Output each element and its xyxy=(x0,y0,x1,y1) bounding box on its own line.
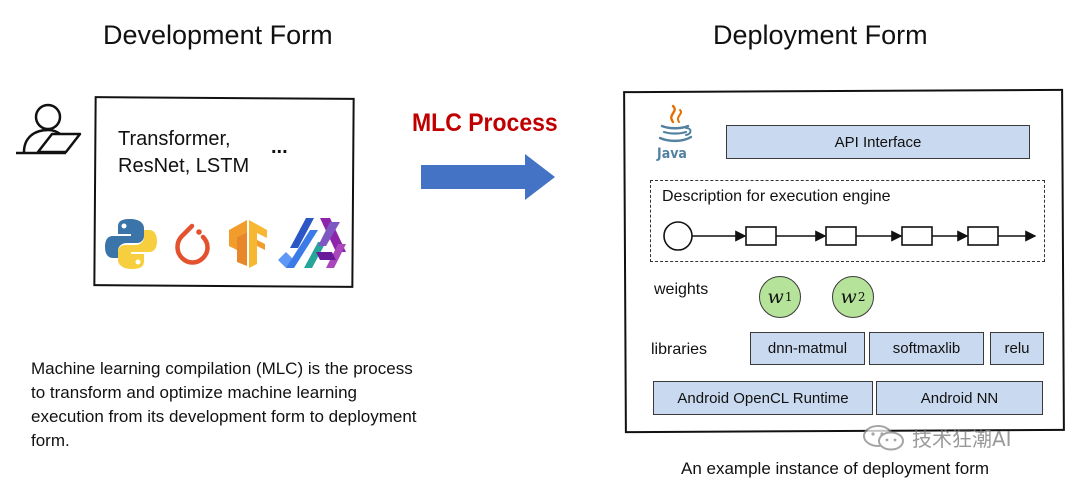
runtime-android-nn: Android NN xyxy=(876,381,1043,415)
tensorflow-logo-icon xyxy=(229,220,267,268)
library-relu: relu xyxy=(990,332,1044,365)
deployment-form-title: Deployment Form xyxy=(713,20,928,50)
graph-op-node xyxy=(745,226,777,246)
watermark-text: 技术狂潮AI xyxy=(912,427,1012,451)
libraries-label: libraries xyxy=(651,341,708,358)
user-laptop-icon xyxy=(16,103,82,155)
java-logo-icon xyxy=(658,104,693,143)
api-interface-box: API Interface xyxy=(726,125,1030,159)
java-label: Java xyxy=(657,146,687,162)
execution-engine-box xyxy=(650,180,1045,262)
watermark: 技术狂潮AI xyxy=(862,423,1012,452)
jax-logo-icon xyxy=(278,218,346,268)
python-logo-icon xyxy=(105,219,157,269)
graph-op-node xyxy=(967,226,999,246)
engine-description-label: Description for execution engine xyxy=(662,188,891,205)
graph-op-node xyxy=(825,226,857,246)
graph-input-node xyxy=(663,221,693,251)
models-line-1: Transformer, xyxy=(118,128,231,150)
models-line-2: ResNet, LSTM xyxy=(118,155,250,177)
runtime-android-opencl: Android OpenCL Runtime xyxy=(653,381,873,415)
development-form-title: Development Form xyxy=(103,20,333,50)
models-ellipsis: ... xyxy=(271,136,288,158)
pytorch-logo-icon xyxy=(175,223,210,265)
mlc-description: Machine learning compilation (MLC) is th… xyxy=(31,359,417,450)
graph-op-node xyxy=(901,226,933,246)
execution-graph xyxy=(663,221,1037,251)
library-softmaxlib: softmaxlib xyxy=(869,332,984,365)
mlc-process-label: MLC Process xyxy=(412,109,558,137)
wechat-logo-icon xyxy=(863,424,904,450)
library-dnn-matmul: dnn-matmul xyxy=(750,332,865,365)
mlc-process-arrow xyxy=(421,154,555,200)
weights-label: weights xyxy=(654,281,709,298)
deployment-caption: An example instance of deployment form xyxy=(681,459,990,478)
